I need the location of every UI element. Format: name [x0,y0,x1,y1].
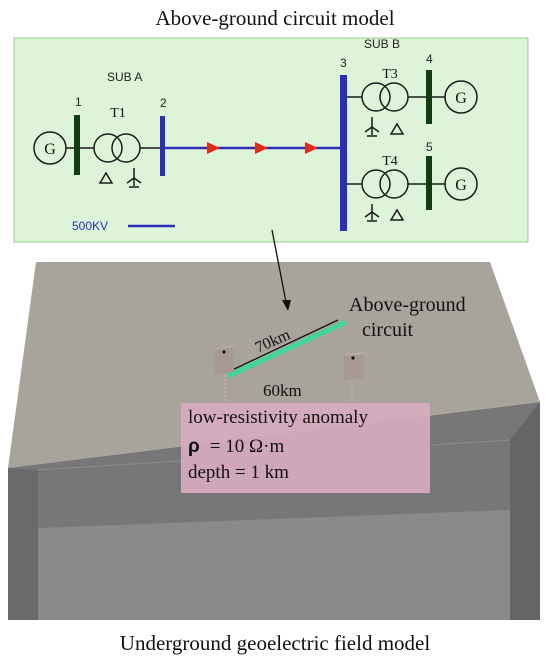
bus-2 [160,116,165,176]
pointer-arrow [271,229,287,303]
bus-5-label: 5 [426,140,433,154]
bus-3 [340,75,347,231]
box-inner-right-wall [510,402,540,620]
generator-1-label: G [44,141,56,158]
generator-5-icon [444,167,478,201]
top-title: Above-ground circuit model [155,6,395,30]
rho-symbol: ρ [188,436,200,457]
delta-icon [389,122,405,135]
anomaly-depth: depth = 1 km [188,462,289,483]
flow-arrow-icon [255,142,268,154]
sub-b-label: SUB B [364,37,400,51]
bus-5 [426,156,432,210]
ground-circuit-line [226,319,348,379]
substation-distance-label: 60km [263,381,302,400]
substation-block-left [214,345,236,374]
delta-icon [98,171,114,184]
bus-4 [426,70,432,124]
wye-ground-icon [126,168,142,188]
flow-arrow-icon [207,142,220,154]
flow-arrow-icon [305,142,318,154]
delta-icon [389,208,405,221]
wye-ground-icon [364,204,380,222]
anomaly-region [181,403,430,493]
generator-5-label: G [455,177,467,194]
above-ground-label-line1: Above-ground [349,294,466,316]
transformer-t4-icon [361,169,391,199]
bus-1-label: 1 [75,95,82,109]
transformer-t1-icon [93,133,123,163]
box-inner-floor [38,510,518,620]
transformer-t4-label: T4 [382,154,398,169]
above-ground-label-line2: circuit [362,319,414,341]
sub-a-label: SUB A [107,70,142,84]
rho-value: = 10 Ω·m [209,436,285,457]
circuit-panel [13,37,529,243]
circuit-diagram: SUB A SUB B G 1 T1 2 3 [33,37,478,233]
box-inner-left-wall [8,468,38,620]
generator-4-label: G [455,90,467,107]
bus-4-label: 4 [426,52,433,66]
bottom-title: Underground geoelectric field model [119,631,431,655]
anomaly-resistivity: ρ = 10 Ω·m [188,436,284,458]
voltage-legend-label: 500KV [72,219,108,233]
transformer-t3-icon [361,82,391,112]
transformer-t3-label: T3 [382,67,398,82]
pointer-arrowhead-icon [282,300,291,311]
anomaly-title: low-resistivity anomaly [188,407,368,428]
wye-ground-icon [364,117,380,137]
substation-block-right [344,352,366,380]
transformer-t1-label: T1 [110,106,126,121]
generator-4-icon [444,80,478,114]
bus-1 [74,115,80,175]
bus-2-label: 2 [160,96,167,110]
bus-3-label: 3 [340,56,347,70]
